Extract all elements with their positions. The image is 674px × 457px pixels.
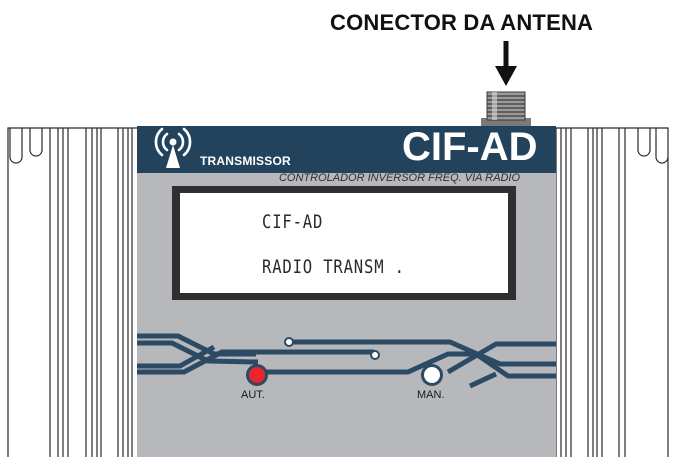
lcd-screen	[180, 193, 508, 293]
right-heat-sink	[555, 127, 669, 457]
down-arrow-icon	[495, 41, 517, 86]
circuit-traces	[137, 333, 556, 389]
man-indicator-led	[421, 364, 443, 386]
aut-indicator-led	[246, 364, 268, 386]
man-indicator-label: MAN.	[417, 389, 445, 401]
trace-node	[284, 337, 294, 347]
antenna-signal-icon	[154, 127, 192, 168]
lcd-line-1: CIF-AD	[262, 211, 324, 233]
aut-indicator-label: AUT.	[241, 389, 265, 401]
trace-node	[370, 350, 380, 360]
device-subtitle: CONTROLADOR INVERSOR FREQ. VIA RÁDIO	[278, 172, 520, 184]
left-heat-sink	[7, 127, 137, 457]
model-title: CIF-AD	[402, 125, 538, 169]
header-label: TRANSMISSOR	[200, 154, 291, 168]
antenna-connector	[481, 91, 531, 127]
lcd-line-2: RADIO TRANSM .	[262, 256, 405, 278]
header-band	[137, 126, 556, 173]
antenna-connector-label: CONECTOR DA ANTENA	[330, 10, 594, 35]
